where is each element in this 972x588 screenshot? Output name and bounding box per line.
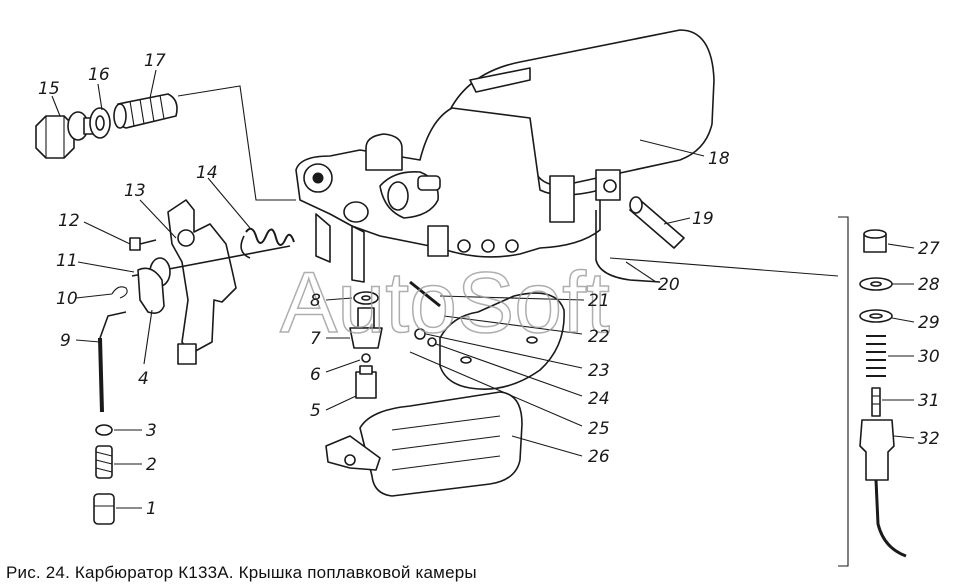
label-13: 13: [124, 181, 146, 201]
label-1: 1: [146, 499, 157, 519]
part-labels: 1 2 3 4 5 6 7 8 9 10 11 12 13 14 15 16 1…: [38, 51, 940, 519]
part-2-spring: [95, 445, 113, 479]
label-23: 23: [588, 361, 610, 381]
part-15-bolt: [35, 111, 97, 159]
label-14: 14: [196, 163, 218, 183]
part-9-rod: [98, 311, 127, 413]
label-7: 7: [310, 329, 321, 349]
part-23-screw: [414, 328, 426, 340]
label-10: 10: [56, 289, 78, 309]
part-29-washer: [859, 309, 893, 323]
part-12-screw: [129, 237, 157, 251]
label-15: 15: [38, 79, 60, 99]
label-25: 25: [588, 419, 610, 439]
label-28: 28: [918, 275, 940, 295]
part-18-housing: [295, 29, 715, 283]
label-21: 21: [588, 291, 610, 311]
part-27-cap: [863, 229, 887, 253]
part-10-cotter: [111, 286, 128, 299]
part-3-washer: [95, 424, 113, 436]
connection-lines: [177, 85, 849, 567]
part-14-spring: [240, 227, 295, 259]
label-27: 27: [918, 239, 940, 259]
watermark-text: AutoSoft: [280, 255, 610, 351]
part-28-washer: [859, 277, 893, 291]
part-17-filter: [113, 93, 178, 129]
label-2: 2: [146, 455, 157, 475]
label-12: 12: [58, 211, 80, 231]
label-6: 6: [310, 365, 321, 385]
label-17: 17: [144, 51, 166, 71]
part-30-spring: [866, 335, 886, 377]
label-29: 29: [918, 313, 940, 333]
part-13-lever: [167, 199, 237, 365]
label-8: 8: [310, 291, 321, 311]
label-3: 3: [146, 421, 157, 441]
part-16-washer: [89, 107, 111, 139]
figure-caption: Рис. 24. Карбюратор К133А. Крышка поплав…: [6, 563, 477, 582]
label-20: 20: [658, 275, 680, 295]
part-8-washer: [353, 291, 379, 305]
part-6-ball: [361, 353, 371, 363]
part-19-pin: [629, 196, 685, 249]
label-31: 31: [918, 391, 940, 411]
part-25-gasket: [439, 292, 565, 390]
label-11: 11: [56, 251, 78, 271]
label-leaders: [51, 69, 915, 509]
label-18: 18: [708, 149, 730, 169]
label-22: 22: [588, 327, 610, 347]
part-22-pin: [409, 280, 441, 308]
part-11-shaft: [131, 245, 291, 314]
part-1-plug: [93, 493, 115, 525]
label-19: 19: [692, 209, 714, 229]
label-24: 24: [588, 389, 610, 409]
label-26: 26: [588, 447, 610, 467]
part-32-rod: [859, 419, 907, 558]
part-24-washer: [427, 337, 437, 347]
label-4: 4: [138, 369, 149, 389]
label-16: 16: [88, 65, 110, 85]
part-26-float: [325, 391, 523, 497]
part-31-stem: [871, 387, 881, 417]
label-32: 32: [918, 429, 940, 449]
label-30: 30: [918, 347, 940, 367]
label-9: 9: [60, 331, 71, 351]
label-5: 5: [310, 401, 321, 421]
part-5-needle: [355, 365, 377, 399]
part-7-seat: [349, 307, 383, 349]
